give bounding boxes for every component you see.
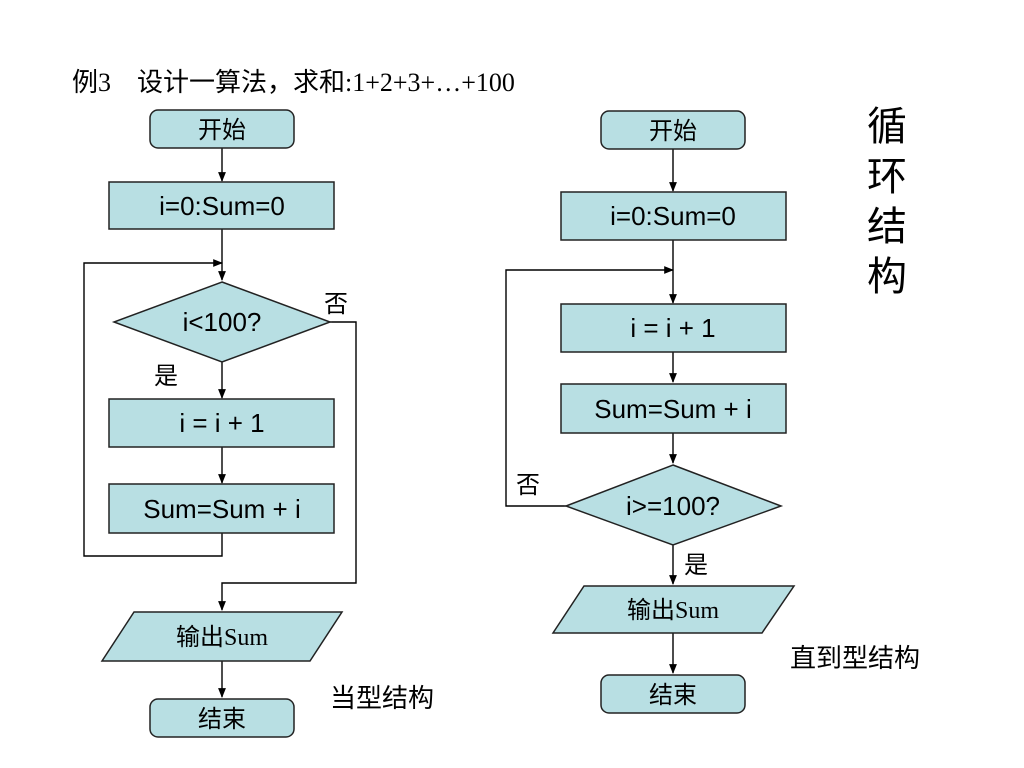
side-label: 循环结构	[867, 104, 907, 299]
left-end-text: 结束	[198, 706, 246, 733]
left-flowchart: 开始 i=0:Sum=0 i<100? 否 是 i = i + 1 Sum=Su…	[83, 109, 357, 738]
right-condition-text: i>=100?	[626, 491, 720, 521]
left-increment-node	[108, 398, 335, 448]
page-title: 例3 设计一算法，求和:1+2+3+…+100	[72, 68, 515, 97]
right-accumulate-text: Sum=Sum + i	[594, 394, 752, 424]
left-yes-label: 是	[154, 364, 178, 390]
left-output-node	[100, 611, 344, 662]
right-no-label: 否	[516, 473, 540, 499]
left-no-label: 否	[324, 292, 348, 318]
left-output-text: 输出Sum	[176, 624, 268, 651]
right-start-text: 开始	[649, 118, 697, 145]
right-output-node	[551, 585, 796, 634]
right-condition-node	[563, 464, 784, 546]
left-caption: 当型结构	[330, 684, 435, 713]
right-flowchart: 开始 i=0:Sum=0 i = i + 1 Sum=Sum + i i>=10…	[505, 110, 796, 714]
left-init-node	[108, 181, 335, 230]
left-start-text: 开始	[198, 117, 246, 144]
left-loop-back	[83, 259, 223, 557]
right-accumulate-node	[560, 383, 787, 434]
left-start-node	[149, 109, 295, 149]
right-init-text: i=0:Sum=0	[610, 201, 736, 231]
right-loop-back	[505, 266, 674, 507]
right-end-node	[600, 674, 746, 714]
right-caption: 直到型结构	[790, 644, 921, 673]
left-init-text: i=0:Sum=0	[159, 191, 285, 221]
left-condition-node	[111, 281, 333, 363]
left-accumulate-text: Sum=Sum + i	[143, 494, 301, 524]
left-condition-text: i<100?	[183, 307, 262, 337]
right-increment-text: i = i + 1	[630, 313, 715, 343]
right-output-text: 输出Sum	[627, 597, 719, 624]
right-start-node	[600, 110, 746, 150]
right-init-node	[560, 191, 787, 241]
left-no-branch	[218, 321, 357, 611]
left-end-node	[149, 698, 295, 738]
right-increment-node	[560, 303, 787, 353]
left-accumulate-node	[108, 483, 335, 534]
right-end-text: 结束	[649, 682, 697, 709]
left-increment-text: i = i + 1	[179, 408, 264, 438]
right-yes-label: 是	[684, 553, 708, 579]
